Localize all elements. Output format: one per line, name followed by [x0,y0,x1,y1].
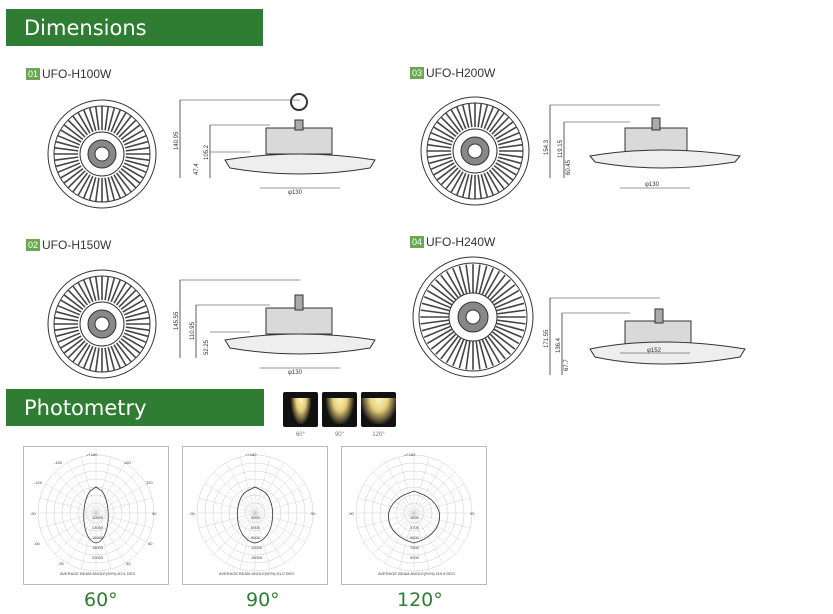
beam-angle-120: 120° [397,589,443,611]
svg-text:150: 150 [124,460,131,465]
beam-label-120: 120° [372,432,385,438]
svg-text:1500: 1500 [410,515,420,520]
top-view-drawing-03 [420,96,530,206]
top-view-drawing-01 [47,99,157,209]
svg-text:-/+180: -/+180 [245,452,257,457]
beam-thumbnail-60 [283,392,318,427]
svg-text:-/+180: -/+180 [86,452,98,457]
side-view-drawing-04: 171.55 136.4 67.7 φ152 [544,297,746,375]
side-view-drawing-02: 145.55 110.95 52.25 φ130 [174,279,376,376]
svg-text:φ152: φ152 [647,348,662,354]
side-view-drawing-01: 140.95 105.2 47.4 φ130 [174,93,376,196]
top-view-drawing-04 [412,256,534,378]
svg-text:AVERAGE BEAM ANGLE(50%):61.6 D: AVERAGE BEAM ANGLE(50%):61.6 DEG [60,571,135,576]
svg-text:47.4: 47.4 [194,163,200,175]
svg-text:154.3: 154.3 [544,139,550,155]
polar-diagram-120: 1500 3700 5600 7500 9000 -/+180 -90 90 A… [341,446,487,585]
svg-text:φ130: φ130 [645,182,660,188]
beam-angle-60: 60° [84,589,118,611]
svg-text:145.55: 145.55 [174,311,180,330]
svg-text:-/+180: -/+180 [404,452,416,457]
polar-diagram-90: 3000 6000 9000 12000 15000 -/+180 -90 90… [182,446,328,585]
beam-thumbnail-90 [322,392,357,427]
svg-text:52.25: 52.25 [204,339,210,355]
svg-text:-60: -60 [34,541,41,546]
svg-text:60: 60 [148,541,153,546]
svg-text:110.95: 110.95 [190,321,196,340]
photometry-banner: Photometry [6,389,264,426]
svg-text:9000: 9000 [251,535,261,540]
beam-angle-90: 90° [246,589,280,611]
svg-text:-120: -120 [34,480,43,485]
svg-text:105.2: 105.2 [204,144,210,160]
svg-text:-150: -150 [54,460,63,465]
side-view-drawing-03: 154.3 119.15 60.45 φ130 [544,104,741,189]
svg-text:16000: 16000 [92,535,104,540]
svg-text:5600: 5600 [410,535,420,540]
svg-text:30: 30 [126,561,131,566]
svg-text:119.15: 119.15 [558,139,564,158]
beam-thumbnail-120 [361,392,396,427]
svg-text:90: 90 [152,511,157,516]
svg-text:6000: 6000 [251,525,261,530]
svg-text:-90: -90 [30,511,37,516]
svg-text:-90: -90 [189,511,196,516]
svg-text:9000: 9000 [410,555,420,560]
svg-text:AVERAGE BEAM ANGLE(50%):119.8: AVERAGE BEAM ANGLE(50%):119.8 DEG [378,571,455,576]
svg-text:120: 120 [146,480,153,485]
beam-label-90: 90° [334,432,345,438]
svg-text:171.55: 171.55 [544,329,550,348]
svg-text:φ130: φ130 [288,370,303,376]
svg-text:AVERAGE BEAM ANGLE(50%):91.0 D: AVERAGE BEAM ANGLE(50%):91.0 DEG [219,571,294,576]
svg-text:-30: -30 [58,561,65,566]
svg-text:13000: 13000 [92,525,104,530]
svg-text:67.7: 67.7 [564,359,570,371]
svg-text:7500: 7500 [410,545,420,550]
svg-text:90: 90 [311,511,316,516]
svg-text:90: 90 [470,511,475,516]
svg-text:20000: 20000 [92,555,104,560]
svg-text:12000: 12000 [251,545,263,550]
polar-diagram-60: 10000 13000 16000 18000 20000 -/+180 -15… [23,446,169,585]
dimensions-banner: Dimensions [6,9,263,46]
top-view-drawing-02 [47,269,157,379]
svg-text:15000: 15000 [251,555,263,560]
svg-text:φ130: φ130 [288,190,303,196]
svg-text:136.4: 136.4 [556,337,562,353]
beam-label-60: 60° [295,432,306,438]
svg-text:10000: 10000 [92,515,104,520]
svg-text:-90: -90 [348,511,355,516]
svg-text:3700: 3700 [410,525,420,530]
svg-text:18000: 18000 [92,545,104,550]
svg-text:3000: 3000 [251,515,261,520]
svg-text:140.95: 140.95 [174,131,180,150]
svg-text:60.45: 60.45 [566,159,572,175]
